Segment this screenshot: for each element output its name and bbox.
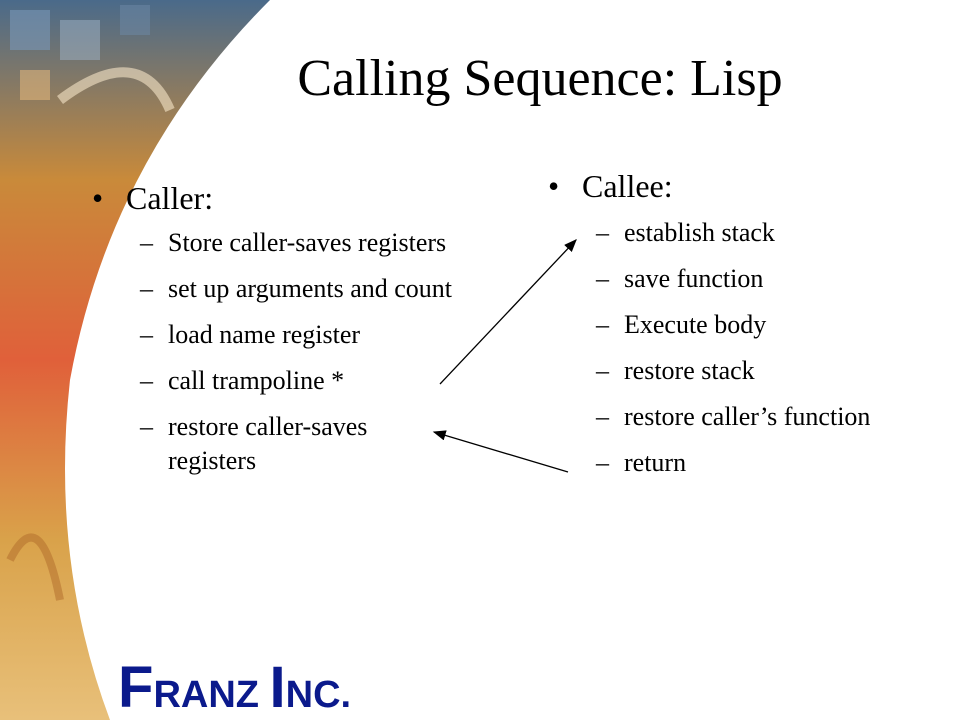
callee-steps: –establish stack –save function –Execute…: [596, 216, 948, 480]
list-item: –restore caller-saves registers: [140, 412, 368, 475]
company-logo: FRANZ INC.: [118, 655, 352, 720]
list-item: –restore caller’s function: [596, 402, 871, 431]
list-item: –Store caller-saves registers: [140, 228, 447, 257]
list-item: –Execute body: [596, 310, 767, 339]
caller-heading: • Caller:: [92, 178, 532, 218]
callee-column: • Callee: –establish stack –save functio…: [548, 166, 948, 492]
list-item: –establish stack: [596, 218, 775, 247]
list-item: –restore stack: [596, 356, 755, 385]
bullet-dot: •: [548, 168, 560, 204]
list-item: –call trampoline *: [140, 366, 345, 395]
caller-heading-text: Caller:: [126, 180, 214, 216]
caller-column: • Caller: –Store caller-saves registers …: [92, 178, 532, 490]
callee-heading-text: Callee:: [582, 168, 673, 204]
bullet-dot: •: [92, 180, 104, 216]
callee-heading: • Callee:: [548, 166, 948, 206]
caller-steps: –Store caller-saves registers –set up ar…: [140, 226, 532, 478]
list-item: –set up arguments and count: [140, 274, 453, 303]
slide-title: Calling Sequence: Lisp: [297, 50, 783, 107]
list-item: –load name register: [140, 320, 361, 349]
list-item: –return: [596, 448, 687, 477]
list-item: –save function: [596, 264, 764, 293]
